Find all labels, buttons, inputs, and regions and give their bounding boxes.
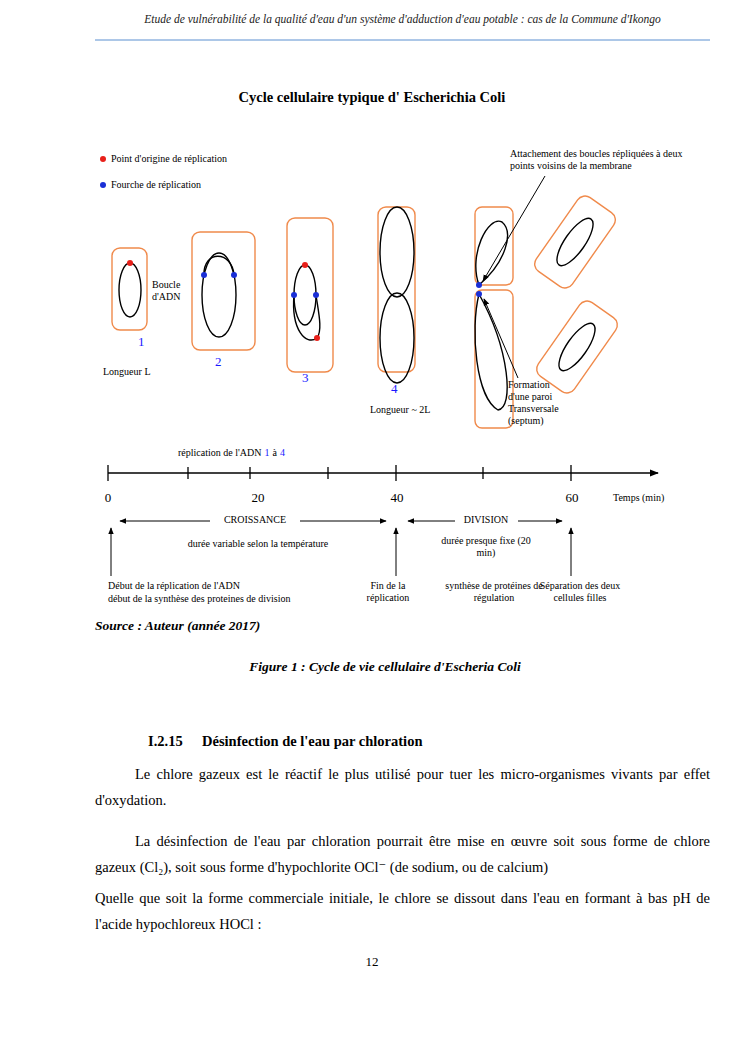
stage-number: 4 <box>391 381 398 397</box>
event-note: Début de la réplication de l'ADN <box>108 580 240 592</box>
time-axis <box>108 465 658 481</box>
replication-dots <box>127 260 482 341</box>
paragraph: La désinfection de l'eau par chloration … <box>95 828 710 880</box>
stage-ref: 4 <box>280 447 285 459</box>
replication-label: réplication de l'ADN <box>178 447 261 459</box>
running-header: Etude de vulnérabilité de la qualité d'e… <box>95 13 710 27</box>
stage-ref: 1 <box>264 447 269 459</box>
phase-arrows <box>111 521 571 576</box>
event-note: Fin de la réplication <box>358 580 418 604</box>
legend-entry: Point d'origine de réplication <box>100 153 227 164</box>
stage-number: 3 <box>302 370 309 386</box>
phase-note: durée presque fixe (20 min) <box>441 535 531 559</box>
paragraph: Quelle que soit la forme commerciale ini… <box>95 885 710 937</box>
axis-title: Temps (min) <box>613 492 664 504</box>
header-rule <box>95 40 710 41</box>
figure-caption: Figure 1 : Cycle de vie cellulaire d'Esc… <box>105 659 665 675</box>
legend-text: Point d'origine de réplication <box>111 153 227 164</box>
length-label: Longueur ~ 2L <box>370 404 430 416</box>
stage-number: 1 <box>138 334 145 350</box>
leader-arrows <box>483 176 545 378</box>
figure-title: Cycle cellulaire typique d' Escherichia … <box>122 89 622 106</box>
paragraph: Le chlore gazeux est le réactif le plus … <box>95 761 710 813</box>
axis-tick-label: 40 <box>391 490 404 506</box>
stage-number: 2 <box>215 354 222 370</box>
phase-name: DIVISION <box>461 514 511 526</box>
loop-label: Boucle d'ADN <box>152 279 194 303</box>
axis-tick-label: 0 <box>105 490 112 506</box>
section-heading: Désinfection de l'eau par chloration <box>202 733 422 750</box>
phase-note: durée variable selon la température <box>188 538 328 550</box>
callout-note: Attachement des boucles répliquées à deu… <box>510 148 690 172</box>
length-label: Longueur L <box>103 366 151 378</box>
axis-tick-label: 60 <box>566 490 579 506</box>
event-note: Séparation des deux cellules filles <box>525 580 635 604</box>
axis-tick-label: 20 <box>252 490 265 506</box>
legend-dot <box>100 156 106 162</box>
phase-name: CROISSANCE <box>221 514 289 526</box>
legend-text: Fourche de réplication <box>111 179 201 190</box>
legend-dot <box>100 182 106 188</box>
source-note: Source : Auteur (année 2017) <box>95 618 260 634</box>
replication-label: à <box>272 447 276 459</box>
legend-entry: Fourche de réplication <box>100 179 201 190</box>
cell-walls <box>112 193 621 428</box>
page-number: 12 <box>366 954 379 970</box>
event-note: début de la synthèse des proteines de di… <box>108 593 290 605</box>
callout-note: Formation d'une paroi Transversale (sept… <box>508 379 570 427</box>
section-number: I.2.15 <box>148 733 183 750</box>
event-note: synthèse de protéines de régulation <box>435 580 553 604</box>
